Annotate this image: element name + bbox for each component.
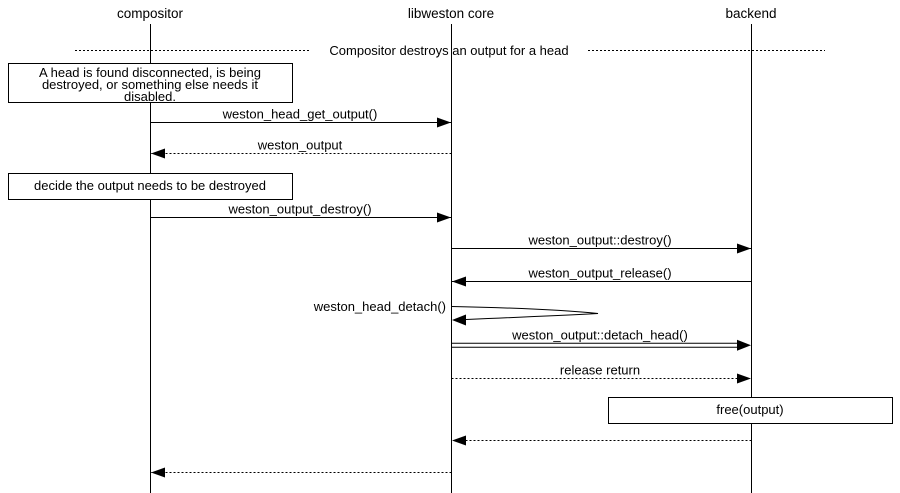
message-weston-output-detach-head: weston_output::detach_head() [451, 328, 751, 351]
note-text-line: decide the output needs to be destroyed [34, 178, 266, 193]
self-call-arrowhead [452, 314, 466, 326]
message-weston-output-destroy-vfunc: weston_output::destroy() [451, 233, 751, 254]
note-box [8, 63, 293, 103]
note-text-line: disabled. [124, 89, 176, 104]
message-label: release return [560, 363, 640, 378]
message-weston-output-release: weston_output_release() [452, 266, 752, 287]
note-head-disconnected: A head is found disconnected, is being d… [8, 63, 293, 104]
note-free-output: free(output) [608, 397, 893, 424]
message-weston-output-destroy: weston_output_destroy() [150, 202, 451, 223]
divider: Compositor destroys an output for a head [75, 43, 825, 58]
actor-label-libweston-core: libweston core [408, 6, 494, 21]
message-label: weston_output_destroy() [227, 202, 371, 217]
message-label: weston_head_get_output() [222, 107, 378, 122]
message-label: weston_output::detach_head() [511, 328, 688, 343]
message-weston-head-get-output: weston_head_get_output() [150, 107, 451, 128]
message-weston-output-return: weston_output [151, 138, 452, 159]
note-box [608, 397, 893, 424]
actor-label-compositor: compositor [117, 6, 184, 21]
message-label: weston_output::destroy() [527, 233, 671, 248]
message-label: weston_output [257, 138, 343, 153]
message-arrowhead [737, 339, 751, 351]
note-text-line: destroyed, or something else needs it [42, 77, 258, 92]
message-label: weston_head_detach() [313, 299, 446, 314]
note-text-line: A head is found disconnected, is being [39, 65, 261, 80]
message-label: weston_output_release() [527, 266, 671, 281]
note-decide-destroy: decide the output needs to be destroyed [8, 173, 293, 200]
message-release-return: release return [451, 363, 751, 384]
divider-label: Compositor destroys an output for a head [329, 43, 568, 58]
message-weston-head-detach-self: weston_head_detach() [313, 299, 599, 326]
actor-label-backend: backend [725, 6, 776, 21]
self-call-loop [451, 306, 599, 320]
note-box [8, 173, 293, 200]
note-text-line: free(output) [716, 402, 783, 417]
